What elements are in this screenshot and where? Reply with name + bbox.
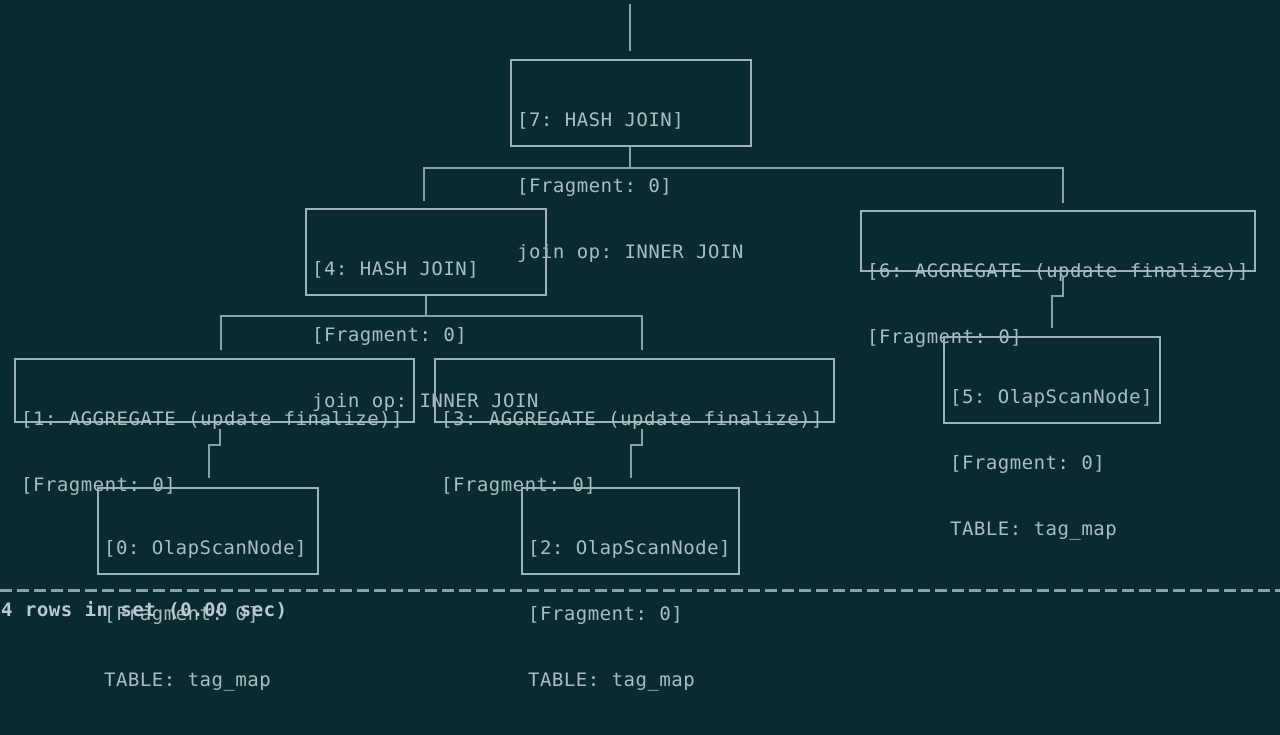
plan-node-0-olapscan: [0: OlapScanNode] [Fragment: 0] TABLE: t… — [97, 487, 319, 691]
node-line: [7: HASH JOIN] — [517, 109, 685, 131]
connector-7-branch — [423, 167, 1064, 169]
rows-in-set-status: 4 rows in set (0.00 sec) — [1, 599, 288, 621]
connector-1-stub — [219, 429, 221, 446]
connector-7-to-4 — [423, 167, 425, 201]
plan-node-7-hash-join: [7: HASH JOIN] [Fragment: 0] join op: IN… — [510, 59, 752, 263]
plan-node-4-hash-join: [4: HASH JOIN] [Fragment: 0] join op: IN… — [305, 208, 547, 412]
node-line: TABLE: tag_map — [528, 669, 696, 691]
connector-4-to-1 — [220, 315, 222, 350]
node-line: TABLE: tag_map — [950, 518, 1118, 540]
node-line: [Fragment: 0] — [950, 452, 1106, 474]
terminal-query-plan: [7: HASH JOIN] [Fragment: 0] join op: IN… — [0, 4, 1280, 691]
connector-3-to-2 — [630, 444, 632, 478]
connector-1-jog — [208, 444, 221, 446]
node-line: [0: OlapScanNode] — [104, 537, 307, 559]
connector-top-stub — [629, 4, 631, 51]
connector-6-jog — [1051, 295, 1064, 297]
node-line: [Fragment: 0] — [528, 603, 684, 625]
dashed-separator — [0, 589, 1280, 592]
plan-node-6-aggregate: [6: AGGREGATE (update finalize)] [Fragme… — [860, 210, 1256, 348]
connector-4-stub — [425, 296, 427, 315]
node-line: TABLE: tag_map — [104, 669, 272, 691]
connector-4-branch — [220, 315, 643, 317]
node-line: join op: INNER JOIN — [517, 241, 744, 263]
node-line: [4: HASH JOIN] — [312, 258, 480, 280]
connector-3-jog — [630, 444, 643, 446]
connector-6-to-5 — [1051, 295, 1053, 328]
node-line: [Fragment: 0] — [21, 474, 177, 496]
connector-6-stub — [1062, 277, 1064, 297]
connector-7-stub — [629, 147, 631, 167]
plan-node-2-olapscan: [2: OlapScanNode] [Fragment: 0] TABLE: t… — [521, 487, 740, 691]
connector-1-to-0 — [208, 444, 210, 478]
connector-4-to-3 — [641, 315, 643, 350]
node-line: [1: AGGREGATE (update finalize)] — [21, 408, 404, 430]
plan-node-1-aggregate: [1: AGGREGATE (update finalize)] [Fragme… — [14, 358, 415, 496]
node-line: [6: AGGREGATE (update finalize)] — [867, 260, 1250, 282]
node-line: [2: OlapScanNode] — [528, 537, 731, 559]
connector-7-to-6 — [1062, 167, 1064, 203]
node-line: [Fragment: 0] — [312, 324, 468, 346]
connector-3-stub — [641, 429, 643, 446]
node-line: [Fragment: 0] — [517, 175, 673, 197]
plan-node-5-olapscan: [5: OlapScanNode] [Fragment: 0] TABLE: t… — [943, 336, 1161, 540]
node-line: [Fragment: 0] — [441, 474, 597, 496]
node-line: [5: OlapScanNode] — [950, 386, 1153, 408]
plan-node-3-aggregate: [3: AGGREGATE (update finalize)] [Fragme… — [434, 358, 835, 496]
node-line: [3: AGGREGATE (update finalize)] — [441, 408, 824, 430]
